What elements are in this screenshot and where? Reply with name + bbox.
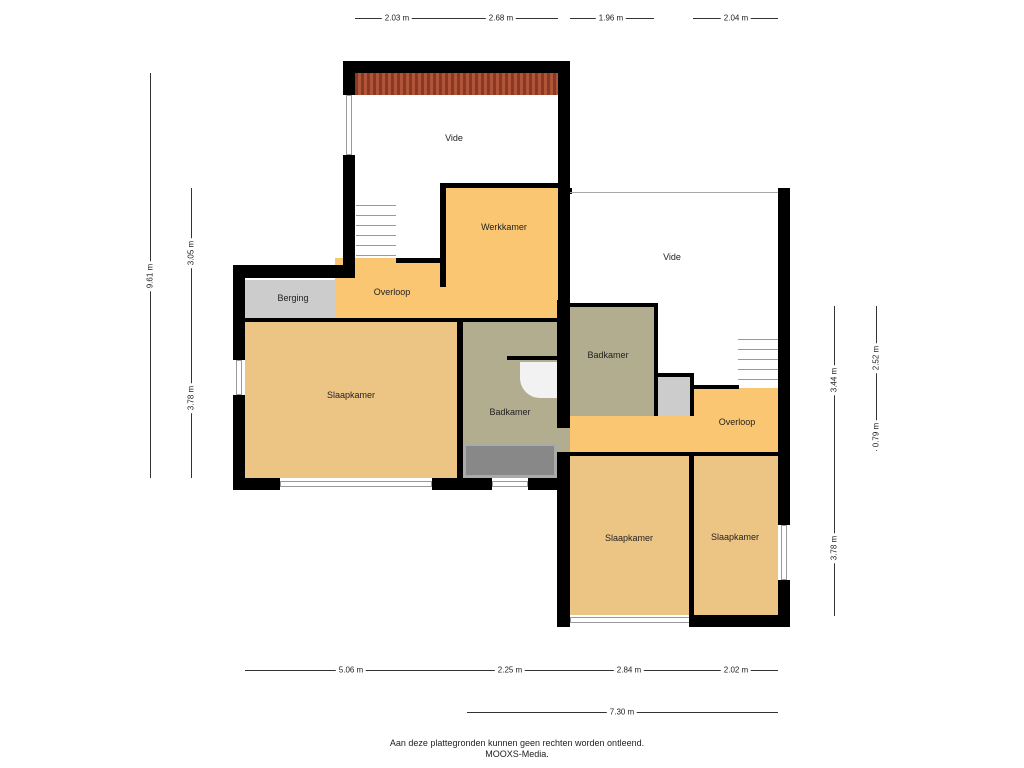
credit: MOOXS-Media. [485, 749, 549, 759]
window [236, 360, 242, 395]
room-label: Slaapkamer [604, 533, 654, 543]
window [280, 481, 432, 487]
wall [558, 61, 570, 321]
wall [557, 452, 790, 456]
wall [689, 452, 694, 627]
room-label: Vide [445, 133, 463, 143]
toilet-room [656, 376, 690, 416]
wall [396, 258, 444, 263]
dim-bottom-total: 7.30 m [606, 707, 638, 717]
wall [233, 265, 245, 360]
wall [557, 452, 570, 627]
wall [690, 373, 694, 416]
dim-top: 2.03 m [381, 13, 413, 23]
window [492, 481, 528, 487]
dim-bottom: 2.84 m [613, 665, 645, 675]
wall [343, 61, 355, 95]
wall [507, 356, 559, 360]
dim-right: 2.52 m [871, 342, 881, 374]
room-label: Badkamer [587, 350, 629, 360]
stairs-right [738, 330, 778, 388]
dim-left: 3.78 m [186, 382, 196, 414]
room-label: Badkamer [489, 407, 531, 417]
wall [245, 318, 570, 322]
wall [233, 395, 245, 490]
window [346, 95, 352, 155]
dim-bottom: 2.25 m [494, 665, 526, 675]
room-badkamer-right [570, 306, 654, 416]
disclaimer: Aan deze plattegronden kunnen geen recht… [389, 738, 645, 748]
room-label: Berging [277, 293, 309, 303]
room-slaapkamer-right [694, 455, 778, 615]
wall [432, 478, 492, 490]
wall [457, 320, 463, 480]
room-label: Slaapkamer [326, 390, 376, 400]
dim-top: 2.04 m [720, 13, 752, 23]
stairs-left [356, 196, 396, 258]
dim-right: 3.78 m [829, 532, 839, 564]
dim-right: 3.44 m [829, 364, 839, 396]
window [570, 617, 690, 623]
dim-bottom: 2.02 m [720, 665, 752, 675]
wall [233, 265, 355, 278]
wall [233, 478, 280, 490]
room-slaapkamer-left [245, 320, 457, 478]
dim-top: 2.68 m [485, 13, 517, 23]
room-label: Vide [663, 252, 681, 262]
wall [570, 188, 572, 194]
vide-edge [570, 192, 778, 193]
wall [654, 373, 692, 377]
wall [654, 303, 658, 416]
room-label: Overloop [718, 417, 756, 427]
dim-left: 9.61 m [145, 260, 155, 292]
wall [690, 615, 790, 627]
room-label: Overloop [373, 287, 411, 297]
wall [343, 61, 570, 73]
room-berging [245, 280, 335, 320]
dim-top: 1.96 m [595, 13, 627, 23]
room-overloop-left [335, 258, 558, 320]
corridor [570, 416, 778, 452]
room-overloop-right [693, 388, 778, 418]
wall [557, 300, 570, 428]
dim-bottom: 5.06 m [335, 665, 367, 675]
room-label: Werkkamer [481, 222, 527, 232]
bathtub [463, 443, 557, 478]
window [781, 525, 787, 580]
wall [440, 183, 558, 188]
wall [692, 385, 739, 389]
shower [520, 362, 557, 398]
roof-tiles [355, 73, 558, 95]
dim-left: 3.05 m [186, 237, 196, 269]
wall [570, 303, 658, 307]
wall [343, 155, 355, 277]
room-label: Slaapkamer [710, 532, 760, 542]
room-slaapkamer-mid [570, 455, 689, 615]
wall [440, 183, 446, 287]
wall [778, 188, 790, 525]
dim-right: 0.79 m [871, 419, 881, 451]
